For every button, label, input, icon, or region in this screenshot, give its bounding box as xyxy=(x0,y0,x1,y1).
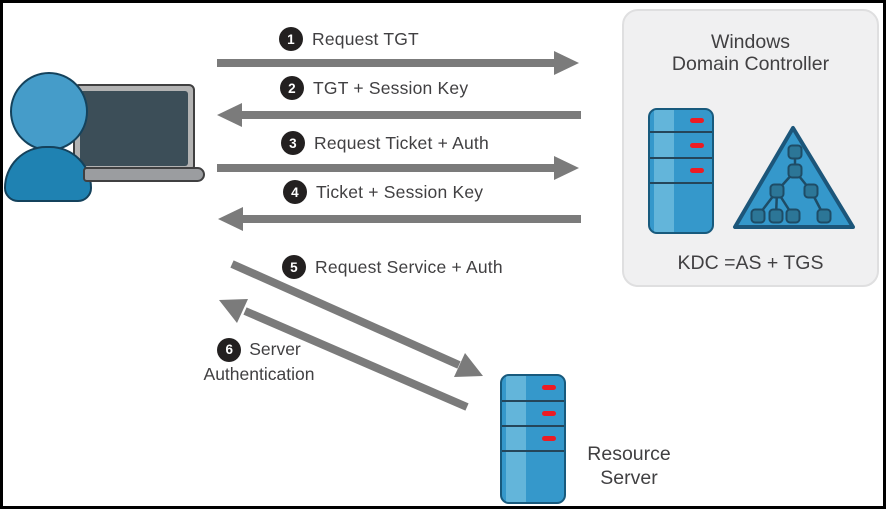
server-divider xyxy=(502,450,564,452)
message-label-4: 4 Ticket + Session Key xyxy=(283,180,483,204)
message-text-1: Request TGT xyxy=(312,28,419,49)
arrow-request-ticket-auth xyxy=(217,156,579,180)
laptop-icon xyxy=(73,84,195,172)
server-divider xyxy=(502,425,564,427)
kdc-title-line2: Domain Controller xyxy=(671,53,830,75)
message-text-6-line1: Server xyxy=(249,339,301,359)
step-badge-1: 1 xyxy=(279,27,303,51)
resource-label-line2: Server xyxy=(600,467,658,489)
step-badge-3: 3 xyxy=(281,131,305,155)
ad-tree-nodes xyxy=(750,144,832,224)
resource-server-label: Resource Server xyxy=(568,442,690,490)
arrow-request-service-auth xyxy=(230,260,483,377)
server-divider xyxy=(650,182,712,184)
kdc-title-line1: Windows xyxy=(710,31,791,53)
message-text-2: TGT + Session Key xyxy=(313,77,469,98)
kdc-caption: KDC =AS + TGS xyxy=(677,252,824,274)
message-label-2: 2 TGT + Session Key xyxy=(280,76,468,100)
laptop-base xyxy=(83,167,205,182)
arrow-request-tgt xyxy=(217,51,579,75)
server-led xyxy=(690,168,704,173)
arrow-tgt-session-key xyxy=(217,103,581,127)
server-highlight xyxy=(654,110,674,232)
message-label-3: 3 Request Ticket + Auth xyxy=(281,131,489,155)
server-led xyxy=(690,118,704,123)
server-divider xyxy=(502,400,564,402)
message-text-3: Request Ticket + Auth xyxy=(314,132,489,153)
kdc-server-icon xyxy=(648,108,714,234)
resource-server-icon xyxy=(500,374,566,504)
step-badge-5: 5 xyxy=(282,255,306,279)
kdc-title: Windows Domain Controller xyxy=(624,31,877,75)
message-label-6: 6 Server Authentication xyxy=(173,337,345,387)
message-text-4: Ticket + Session Key xyxy=(316,181,484,202)
laptop-screen xyxy=(80,91,188,166)
resource-label-line1: Resource xyxy=(587,443,671,465)
server-led xyxy=(542,385,556,390)
arrow-ticket-session-key xyxy=(218,207,581,231)
server-divider xyxy=(650,157,712,159)
message-text-5: Request Service + Auth xyxy=(315,256,503,277)
message-text-6-line2: Authentication xyxy=(203,364,315,384)
server-led xyxy=(542,436,556,441)
server-led xyxy=(690,143,704,148)
server-highlight xyxy=(506,376,526,502)
message-label-5: 5 Request Service + Auth xyxy=(282,255,503,279)
arrow-server-authentication xyxy=(219,299,469,411)
step-badge-2: 2 xyxy=(280,76,304,100)
step-badge-6: 6 xyxy=(217,337,242,362)
message-label-1: 1 Request TGT xyxy=(279,27,419,51)
server-divider xyxy=(650,131,712,133)
server-led xyxy=(542,411,556,416)
step-badge-4: 4 xyxy=(283,180,307,204)
